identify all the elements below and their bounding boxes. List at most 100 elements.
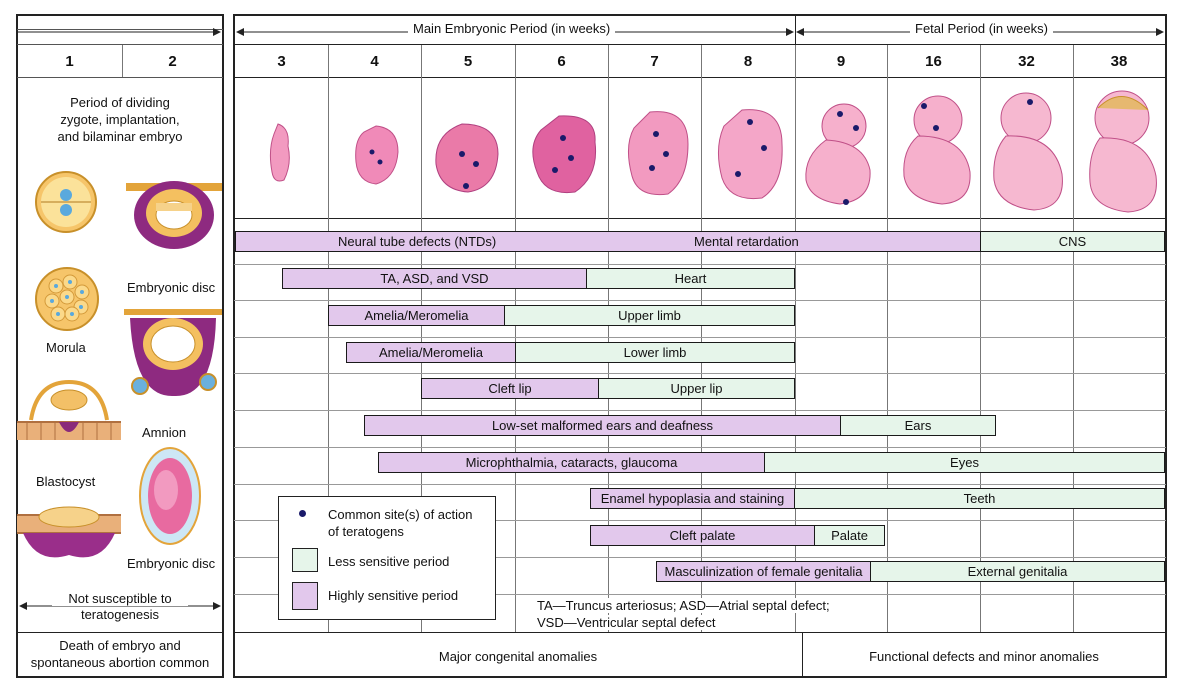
week-32: 32 bbox=[1018, 52, 1035, 70]
grid-line bbox=[234, 300, 1166, 301]
embryo-week-6 bbox=[525, 112, 601, 203]
bar-upper-limb-high: Amelia/Meromelia bbox=[328, 305, 505, 326]
period-text-2: zygote, implantation, bbox=[60, 112, 180, 127]
grid-line bbox=[234, 447, 1166, 448]
grid-line bbox=[234, 520, 1166, 521]
embryo-week-8 bbox=[712, 104, 788, 209]
grid-line bbox=[701, 45, 702, 632]
fetus-week-16 bbox=[898, 92, 982, 213]
bar-lower-limb-low: Lower limb bbox=[515, 342, 795, 363]
left-divider bbox=[17, 44, 223, 45]
week-8: 8 bbox=[743, 52, 753, 70]
bar-teeth-high: Enamel hypoplasia and staining bbox=[590, 488, 795, 509]
week-1: 1 bbox=[65, 52, 74, 70]
legend-dot-label-2: of teratogens bbox=[328, 524, 404, 539]
implanting-blastocyst-illustration bbox=[17, 378, 121, 449]
legend-high-label: Highly sensitive period bbox=[328, 588, 459, 603]
grid-line bbox=[234, 264, 1166, 265]
embryonic-disc-label-top: Embryonic disc bbox=[127, 280, 216, 295]
abbrev-line-1: TA—Truncus arteriosus; ASD—Atrial septal… bbox=[537, 598, 830, 613]
bar-heart-low: Heart bbox=[586, 268, 795, 289]
footer-divider bbox=[802, 633, 803, 677]
embryonic-disc-label-bottom: Embryonic disc bbox=[127, 556, 216, 571]
bar-genitalia-high: Masculinization of female genitalia bbox=[656, 561, 871, 582]
legend-high-swatch bbox=[292, 582, 318, 610]
bar-lower-limb-high: Amelia/Meromelia bbox=[346, 342, 516, 363]
fetus-week-32 bbox=[990, 90, 1074, 219]
embryo-week-5 bbox=[432, 120, 502, 201]
bar-upper-limb-low: Upper limb bbox=[504, 305, 795, 326]
implanted-embryo-illustration bbox=[124, 298, 222, 413]
left-arrow bbox=[17, 24, 223, 36]
teratogen-dot-icon bbox=[299, 510, 306, 517]
grid-line bbox=[1073, 45, 1074, 632]
grid-line bbox=[234, 218, 1166, 219]
blastocyst-label: Blastocyst bbox=[36, 474, 96, 489]
main-period-label: Main Embryonic Period (in weeks) bbox=[408, 21, 616, 36]
period-text-1: Period of dividing bbox=[70, 95, 170, 110]
bar-eyes-low: Eyes bbox=[764, 452, 1165, 473]
grid-line bbox=[234, 410, 1166, 411]
grid-line bbox=[234, 44, 1166, 45]
week-7: 7 bbox=[650, 52, 659, 70]
bilaminar-embryo-illustration bbox=[126, 165, 222, 260]
amnion-label: Amnion bbox=[142, 425, 187, 440]
bar-ears-low: Ears bbox=[840, 415, 996, 436]
grid-line bbox=[608, 45, 609, 632]
week-2: 2 bbox=[168, 52, 177, 70]
footer-major: Major congenital anomalies bbox=[438, 649, 598, 664]
bar-teeth-low: Teeth bbox=[794, 488, 1165, 509]
embryo-week-3 bbox=[266, 120, 296, 191]
legend-dot-label-1: Common site(s) of action bbox=[328, 507, 473, 522]
death-text-2: spontaneous abortion common bbox=[30, 655, 210, 670]
death-text-1: Death of embryo and bbox=[59, 638, 181, 653]
grid-line bbox=[234, 373, 1166, 374]
grid-line bbox=[234, 632, 1166, 633]
not-susceptible-arrow bbox=[17, 598, 223, 610]
grid-line bbox=[234, 557, 1166, 558]
zygote-illustration bbox=[34, 170, 98, 239]
grid-line bbox=[234, 337, 1166, 338]
week-6: 6 bbox=[557, 52, 566, 70]
week-4: 4 bbox=[370, 52, 379, 70]
morula-label: Morula bbox=[46, 340, 86, 355]
embryo-week-4 bbox=[350, 122, 402, 193]
bar-palate-high: Cleft palate bbox=[590, 525, 815, 546]
legend-less-swatch bbox=[292, 548, 318, 572]
bar-ears-high: Low-set malformed ears and deafness bbox=[364, 415, 841, 436]
grid-line bbox=[887, 45, 888, 632]
grid-line bbox=[980, 45, 981, 632]
morula-illustration bbox=[34, 266, 100, 337]
abbrev-line-2: VSD—Ventricular septal defect bbox=[537, 615, 716, 630]
not-susceptible-text-1: Not susceptible to bbox=[52, 591, 188, 606]
week-3: 3 bbox=[277, 52, 286, 70]
bar-palate-low: Palate bbox=[814, 525, 885, 546]
bar-genitalia-low: External genitalia bbox=[870, 561, 1165, 582]
blastocyst-illustration bbox=[17, 495, 121, 572]
bar-cns: CNS bbox=[980, 231, 1165, 252]
left-divider bbox=[122, 45, 123, 77]
grid-line bbox=[234, 594, 1166, 595]
week-38: 38 bbox=[1110, 52, 1128, 70]
grid-line bbox=[515, 45, 516, 632]
fetus-week-38 bbox=[1086, 88, 1166, 221]
footer-functional: Functional defects and minor anomalies bbox=[869, 649, 1099, 664]
not-susceptible-text-2: teratogenesis bbox=[80, 607, 160, 622]
bar-ntd-label: Neural tube defects (NTDs) bbox=[338, 234, 497, 249]
left-divider bbox=[17, 29, 223, 30]
grid-line bbox=[795, 45, 796, 632]
grid-line bbox=[421, 45, 422, 632]
left-divider bbox=[17, 632, 223, 633]
week-9: 9 bbox=[836, 52, 846, 70]
amnion-embryo-illustration bbox=[138, 446, 202, 551]
grid-line bbox=[234, 484, 1166, 485]
left-divider bbox=[17, 77, 223, 78]
fetal-period-label: Fetal Period (in weeks) bbox=[910, 21, 1053, 36]
grid-line bbox=[328, 45, 329, 632]
week-16: 16 bbox=[925, 52, 942, 70]
fetus-week-9 bbox=[800, 100, 882, 213]
bar-heart-high: TA, ASD, and VSD bbox=[282, 268, 587, 289]
bar-lip-high: Cleft lip bbox=[421, 378, 599, 399]
bar-mental-label: Mental retardation bbox=[694, 234, 799, 249]
bar-eyes-high: Microphthalmia, cataracts, glaucoma bbox=[378, 452, 765, 473]
